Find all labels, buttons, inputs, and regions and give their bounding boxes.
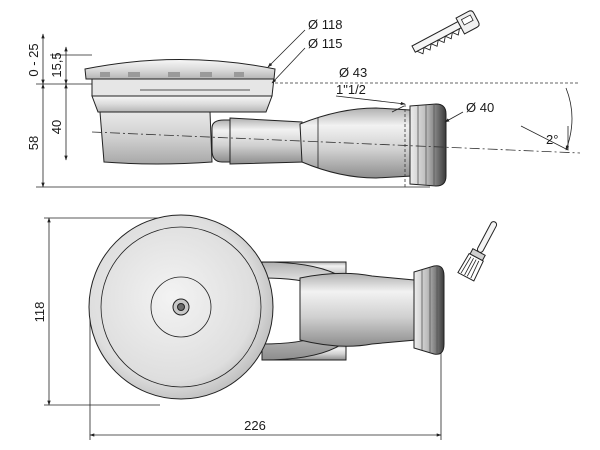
flange-plate <box>91 95 273 113</box>
angle-arc <box>565 87 573 151</box>
grate-center-ring <box>150 276 212 338</box>
grate-slots <box>100 72 244 77</box>
hacksaw-icon <box>411 10 480 55</box>
top-nut <box>413 265 445 355</box>
grate-screw-hole <box>177 303 185 311</box>
angle-label: 2° <box>546 132 558 147</box>
grate-disk-inner <box>100 226 262 388</box>
dim-label-40: 40 <box>49 120 64 134</box>
drain-body <box>99 111 213 165</box>
leader-118 <box>267 29 306 68</box>
label-thread: 1"1/2 <box>336 82 366 97</box>
top-view: 118 226 <box>32 214 498 440</box>
leader-40 <box>444 111 464 123</box>
dim-label-0-25: 0 - 25 <box>26 43 41 76</box>
dim-label-15-5: 15,5 <box>49 52 64 77</box>
top-nut-ribs <box>421 267 438 353</box>
side-view: 0 - 25 15,5 40 58 <box>26 10 581 188</box>
leader-thread <box>391 105 405 113</box>
outlet-nut <box>409 103 447 187</box>
brush-icon <box>457 221 498 282</box>
outlet-elbow <box>211 119 233 163</box>
outlet-coupler <box>299 107 413 179</box>
outlet-axis <box>91 131 581 154</box>
label-dia-43: Ø 43 <box>339 65 367 80</box>
label-dia-118: Ø 118 <box>308 17 342 32</box>
leader-43 <box>335 95 406 106</box>
top-coupler <box>299 272 417 347</box>
dim-label-118: 118 <box>32 302 47 323</box>
dim-label-58: 58 <box>26 136 41 150</box>
leader-115 <box>271 47 306 84</box>
grate-ring <box>91 77 275 97</box>
angle-triangle <box>520 125 569 151</box>
label-dia-115: Ø 115 <box>308 36 342 51</box>
nut-ribs <box>417 104 435 186</box>
dim-label-226: 226 <box>244 418 266 433</box>
label-dia-40: Ø 40 <box>466 100 494 115</box>
